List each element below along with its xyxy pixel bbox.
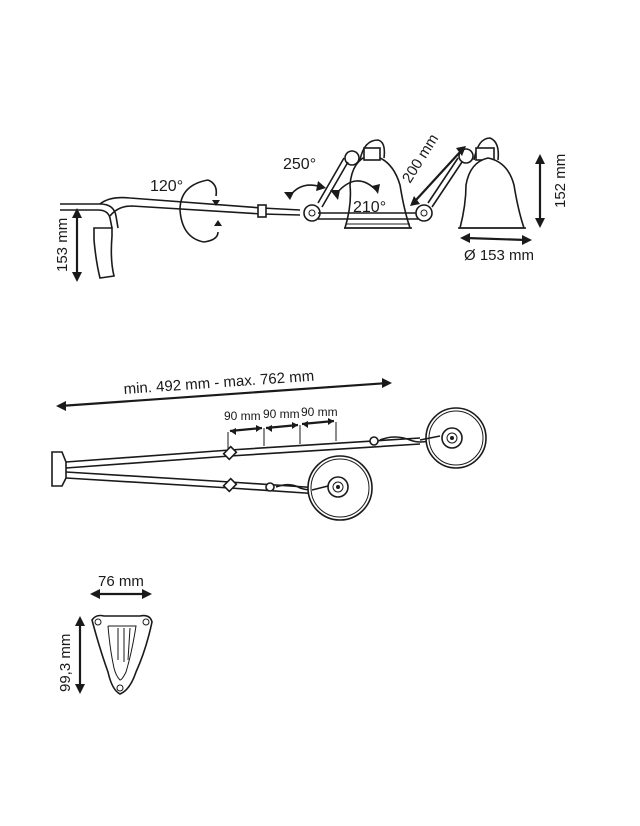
shade-diameter-dimension — [460, 233, 532, 245]
shade-diameter-label: Ø 153 mm — [464, 247, 534, 264]
top-view: min. 492 mm - max. 762 mm 90 mm 90 mm 90… — [51, 368, 487, 521]
arm-joint-2 — [415, 204, 433, 222]
rotation-210-indicator — [330, 180, 380, 200]
reach-dimension — [56, 378, 392, 411]
bracket-view: 76 mm 99,3 mm — [57, 573, 153, 695]
wall-plate-top — [51, 451, 67, 487]
upper-shade-top — [419, 407, 487, 469]
side-view: 120° 250° 210° 153 mm 200 mm 152 mm Ø 15… — [54, 131, 569, 282]
shade-2 — [427, 137, 526, 229]
step-3-label: 90 mm — [301, 405, 338, 419]
reach-label: min. 492 mm - max. 762 mm — [123, 368, 315, 398]
angle-shade-label: 210° — [353, 199, 386, 216]
bracket-height-label: 153 mm — [54, 218, 71, 272]
telescopic-arm — [261, 207, 301, 216]
shade-height-label: 152 mm — [552, 154, 569, 208]
arm-clamp — [257, 204, 267, 218]
arm-length-dimension — [410, 146, 466, 206]
bracket-width-dimension — [90, 589, 152, 599]
extension-steps — [227, 418, 337, 450]
angle-joint-label: 250° — [283, 156, 316, 173]
bracket-width-label: 76 mm — [98, 573, 144, 590]
bracket-front — [91, 614, 153, 695]
step-2-label: 90 mm — [263, 407, 300, 421]
lower-shade-top — [307, 455, 373, 521]
lower-arm-top — [65, 471, 321, 495]
upper-arm-top — [65, 437, 421, 469]
bracket-height-dimension-front — [75, 616, 85, 694]
rotation-250-indicator — [284, 181, 326, 200]
shade-height-dimension — [535, 154, 545, 228]
wall-bracket — [93, 227, 115, 279]
arm-joint — [303, 204, 321, 222]
angle-arm-label: 120° — [150, 178, 183, 195]
step-1-label: 90 mm — [224, 409, 261, 423]
rotation-120-indicator — [179, 179, 222, 243]
bracket-height-front-label: 99,3 mm — [57, 634, 74, 692]
bracket-height-dimension — [72, 208, 82, 282]
